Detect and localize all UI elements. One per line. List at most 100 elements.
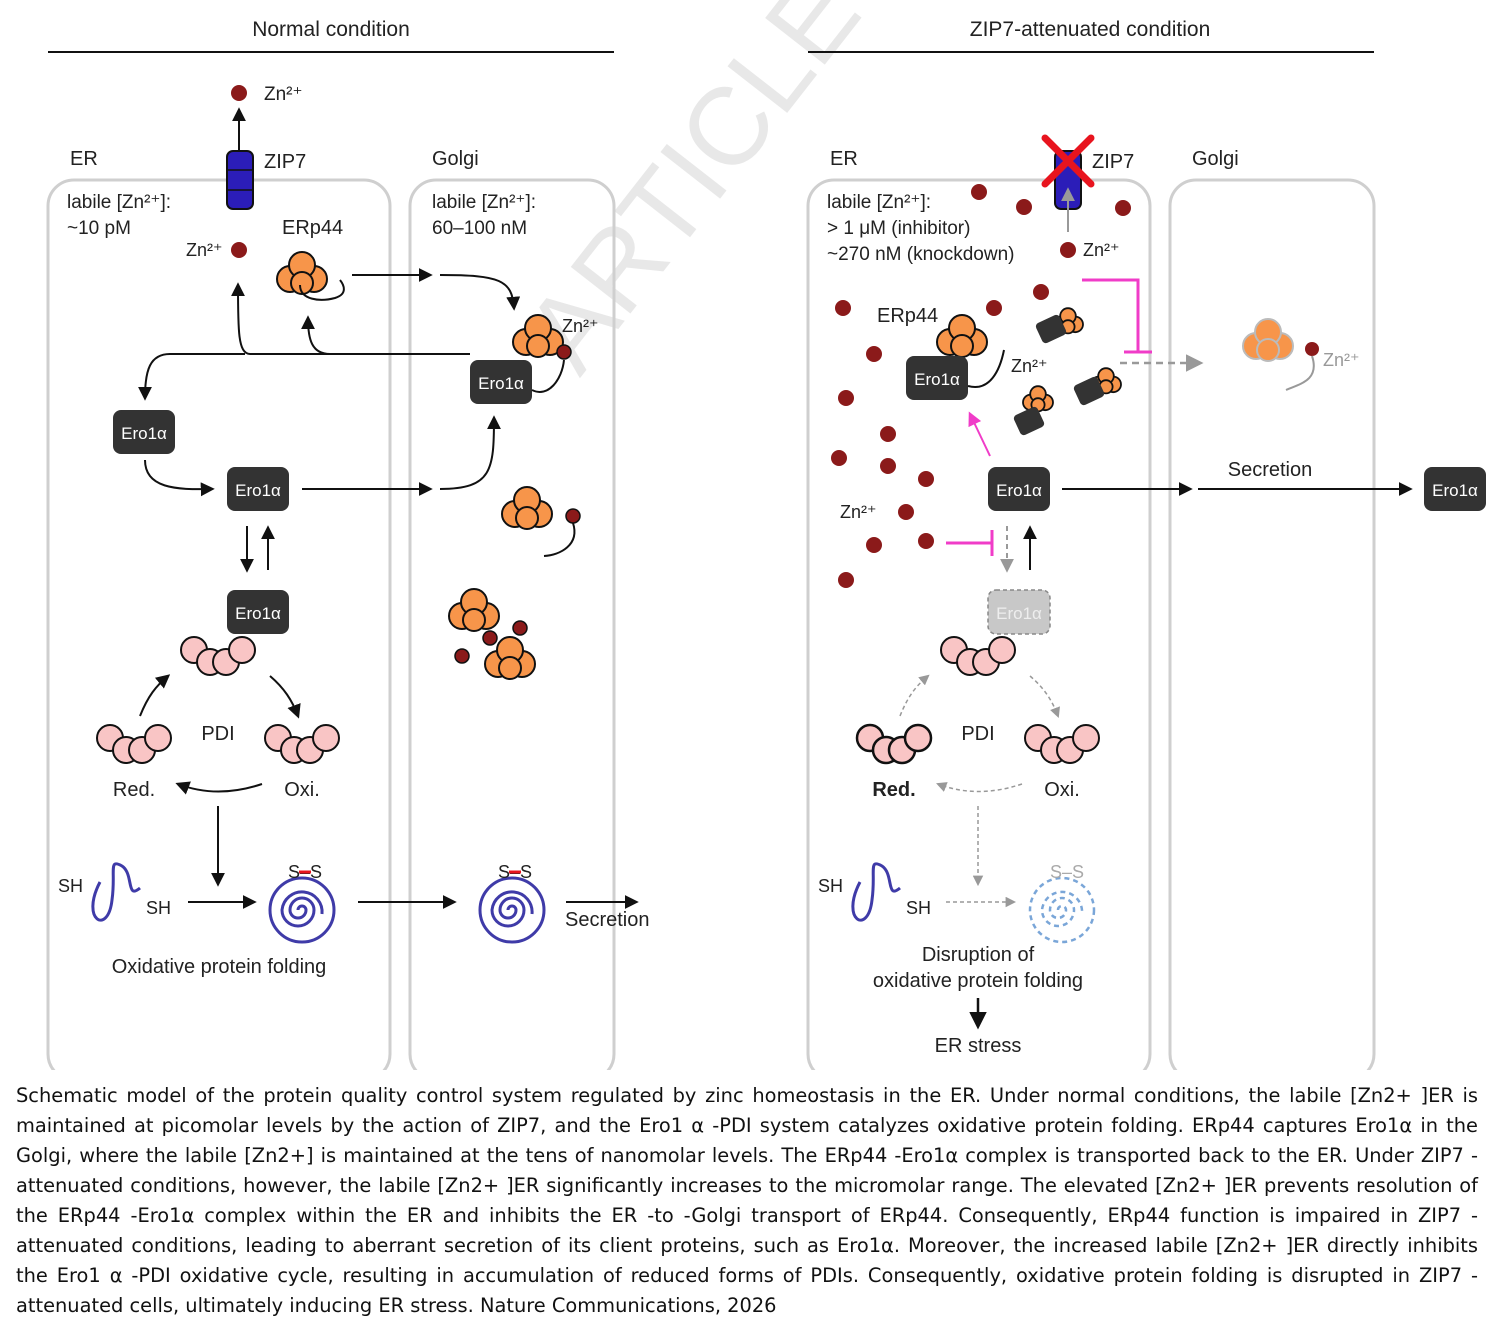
zinc-ion — [482, 630, 498, 646]
right-er-labile-1: labile [Zn²⁺]: — [827, 192, 931, 213]
left-sh-1: SH — [58, 876, 83, 896]
erp44-tail — [299, 279, 345, 301]
unfolded-substrate — [91, 862, 141, 922]
right-disruption-2: oxidative protein folding — [873, 970, 1083, 992]
left-er-labile-2: ~10 pM — [67, 218, 131, 239]
ero1a-flow-arrow — [144, 459, 215, 497]
right-zn-complex-label: Zn²⁺ — [1011, 356, 1048, 376]
zinc-ion — [1060, 242, 1076, 258]
zinc-ion — [565, 508, 581, 524]
small-complex — [1035, 307, 1084, 344]
right-red-label: Red. — [872, 779, 915, 801]
left-folding-label: Oxidative protein folding — [112, 956, 327, 978]
left-zn-top-label: Zn²⁺ — [264, 84, 303, 105]
left-golgi-labile-1: labile [Zn²⁺]: — [432, 192, 536, 213]
right-er-labile-3: ~270 nM (knockdown) — [827, 244, 1014, 265]
right-panel-title: ZIP7-attenuated condition — [970, 18, 1211, 41]
zinc-ions-accumulated — [831, 184, 1131, 588]
zinc-ion — [1305, 342, 1319, 356]
right-zn-free-label: Zn²⁺ — [840, 502, 877, 522]
pdi-cycle-arrow — [899, 674, 930, 717]
right-golgi-compartment — [1168, 178, 1376, 1070]
right-sh-1: SH — [818, 876, 843, 896]
ero1a-label: Ero1α — [235, 604, 281, 623]
ero1a-label: Ero1α — [914, 370, 960, 389]
folded-substrate — [268, 876, 336, 944]
retrograde-erp44-arrow — [301, 315, 331, 355]
left-er-labile-1: labile [Zn²⁺]: — [67, 192, 171, 213]
pdi-cycle-arrow — [1029, 675, 1060, 718]
zinc-ion — [231, 85, 247, 101]
small-complex — [1073, 367, 1122, 406]
left-golgi-compartment — [408, 178, 616, 1070]
left-red-label: Red. — [113, 779, 155, 801]
right-sh-2: SH — [906, 898, 931, 918]
left-panel-title: Normal condition — [252, 18, 410, 41]
ero1a-box — [113, 410, 175, 454]
ero1a-box — [988, 467, 1050, 511]
left-er-label: ER — [70, 148, 98, 170]
right-ss-label: S–S — [1050, 862, 1084, 882]
right-oxi-label: Oxi. — [1044, 779, 1080, 801]
left-pdi-label: PDI — [201, 723, 234, 745]
diagram-figure: ARTICLE Normal condition ER Golgi labile… — [46, 0, 1486, 1070]
inhibition-cross-icon — [1041, 134, 1095, 188]
right-secretion-label: Secretion — [1228, 459, 1313, 481]
small-complex — [1013, 385, 1054, 436]
unfolded-substrate — [851, 862, 901, 922]
ero1a-release-arrow — [138, 353, 245, 401]
ero1a-secreted-label: Ero1α — [1432, 481, 1478, 500]
left-secretion-label: Secretion — [565, 909, 650, 931]
ero1a-box — [227, 467, 289, 511]
pdi-reduced — [855, 723, 933, 765]
figure-caption: Schematic model of the protein quality c… — [16, 1084, 1478, 1317]
right-er-labile-2: > 1 μM (inhibitor) — [827, 218, 970, 239]
pdi-protein — [940, 636, 1016, 676]
right-er-label: ER — [830, 148, 858, 170]
erp44-protein — [276, 251, 328, 295]
pdi-protein — [180, 636, 256, 676]
left-golgi-zn-label: Zn²⁺ — [562, 316, 599, 336]
ero1a-box — [227, 590, 289, 634]
left-oxi-label: Oxi. — [284, 779, 320, 801]
left-zip7-label: ZIP7 — [264, 151, 306, 173]
right-golgi-zn-label: Zn²⁺ — [1323, 350, 1360, 370]
ero1a-label: Ero1α — [478, 374, 524, 393]
left-zn-inner-label: Zn²⁺ — [186, 240, 223, 260]
right-erp44-label: ERp44 — [877, 305, 938, 327]
erp44-protein — [501, 486, 553, 530]
erp44-protein — [936, 314, 988, 358]
left-sh-2: SH — [146, 898, 171, 918]
pdi-reduced — [96, 724, 172, 764]
golgi-cycle-arrow — [439, 274, 521, 311]
zinc-ion — [454, 648, 470, 664]
right-zn-zip-label: Zn²⁺ — [1083, 240, 1120, 260]
left-golgi-label: Golgi — [432, 148, 479, 170]
pdi-cycle-arrow — [175, 781, 263, 795]
golgi-capture-arrow — [439, 415, 501, 490]
ero1a-label: Ero1α — [996, 604, 1042, 623]
zinc-ion — [231, 242, 247, 258]
ero1a-box-faded — [987, 589, 1051, 635]
pdi-cycle-arrow — [269, 675, 301, 719]
zinc-ion — [556, 344, 572, 360]
right-er-stress-label: ER stress — [935, 1035, 1022, 1057]
ero1a-label: Ero1α — [121, 424, 167, 443]
pdi-cycle-arrow — [936, 782, 1023, 793]
folded-substrate — [478, 876, 546, 944]
pdi-cycle-arrow — [139, 674, 171, 717]
right-golgi-label: Golgi — [1192, 148, 1239, 170]
zip7-transporter — [226, 150, 254, 210]
right-pdi-label: PDI — [961, 723, 994, 745]
right-er-compartment — [806, 178, 1152, 1070]
left-er-compartment — [46, 178, 392, 1070]
ero1a-box — [906, 356, 968, 400]
right-zip7-label: ZIP7 — [1092, 151, 1134, 173]
retrograde-arrow — [231, 282, 470, 355]
ero1a-box — [470, 360, 532, 404]
ero1a-box — [1424, 467, 1486, 511]
ero1a-label: Ero1α — [996, 481, 1042, 500]
transport-inhibition — [1082, 278, 1140, 352]
zinc-ion — [512, 620, 528, 636]
ero1a-label: Ero1α — [235, 481, 281, 500]
